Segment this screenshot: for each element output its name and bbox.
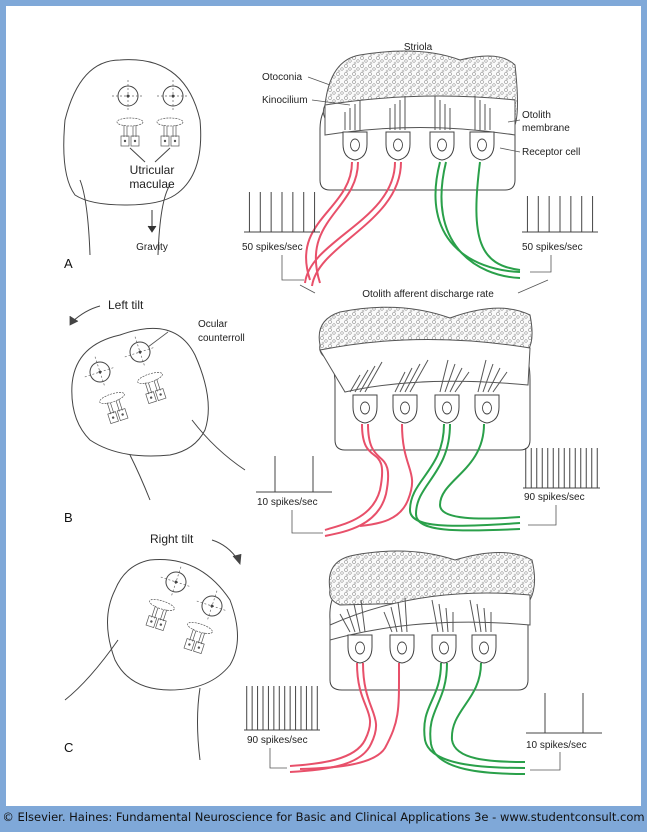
- rate-c-right: 10 spikes/sec: [526, 740, 587, 751]
- label-right-tilt: Right tilt: [150, 532, 194, 546]
- spike-train-c-right: [526, 693, 602, 734]
- rate-a-left: 50 spikes/sec: [242, 242, 303, 253]
- panel-a: Utricular maculae Gravity A Striola Otoc…: [63, 42, 598, 300]
- label-counterroll: counterroll: [198, 333, 245, 344]
- label-left-tilt: Left tilt: [108, 298, 144, 312]
- spike-train-a-left: [244, 192, 320, 233]
- spike-train-b-left: [256, 456, 332, 493]
- label-ocular: Ocular: [198, 319, 228, 330]
- label-striola: Striola: [404, 42, 433, 53]
- afferents-b: [324, 423, 521, 537]
- label-membrane: membrane: [522, 123, 570, 134]
- panel-letter-b: B: [64, 510, 73, 525]
- macula-a: [319, 50, 518, 191]
- macula-c: [328, 550, 536, 691]
- panel-letter-a: A: [64, 256, 73, 271]
- panel-c: Right tilt C: [64, 532, 602, 775]
- copyright-footer: © Elsevier. Haines: Fundamental Neurosci…: [2, 810, 645, 824]
- head-right-tilt: [64, 559, 238, 761]
- figure-frame: [6, 6, 641, 806]
- afferents-a: [304, 161, 521, 287]
- head-front: [63, 59, 202, 256]
- label-otolith: Otolith: [522, 110, 551, 121]
- label-afferent-rate: Otolith afferent discharge rate: [362, 289, 494, 300]
- label-kinocilium: Kinocilium: [262, 95, 308, 106]
- label-gravity: Gravity: [136, 242, 168, 253]
- spike-train-c-left: [244, 686, 320, 731]
- rate-b-left: 10 spikes/sec: [257, 497, 318, 508]
- label-otoconia: Otoconia: [262, 72, 302, 83]
- rate-a-right: 50 spikes/sec: [522, 242, 583, 253]
- rate-b-right: 90 spikes/sec: [524, 492, 585, 503]
- label-receptor-cell: Receptor cell: [522, 147, 580, 158]
- label-maculae: maculae: [129, 177, 175, 191]
- spike-train-b-right: [523, 448, 600, 489]
- afferents-c: [289, 662, 526, 775]
- rate-c-left: 90 spikes/sec: [247, 735, 308, 746]
- macula-b: [318, 306, 533, 451]
- label-utricular: Utricular: [130, 163, 175, 177]
- panel-letter-c: C: [64, 740, 73, 755]
- head-left-tilt: [71, 327, 246, 501]
- spike-train-a-right: [522, 196, 598, 233]
- panel-b: Left tilt Ocular counterroll B: [64, 298, 600, 537]
